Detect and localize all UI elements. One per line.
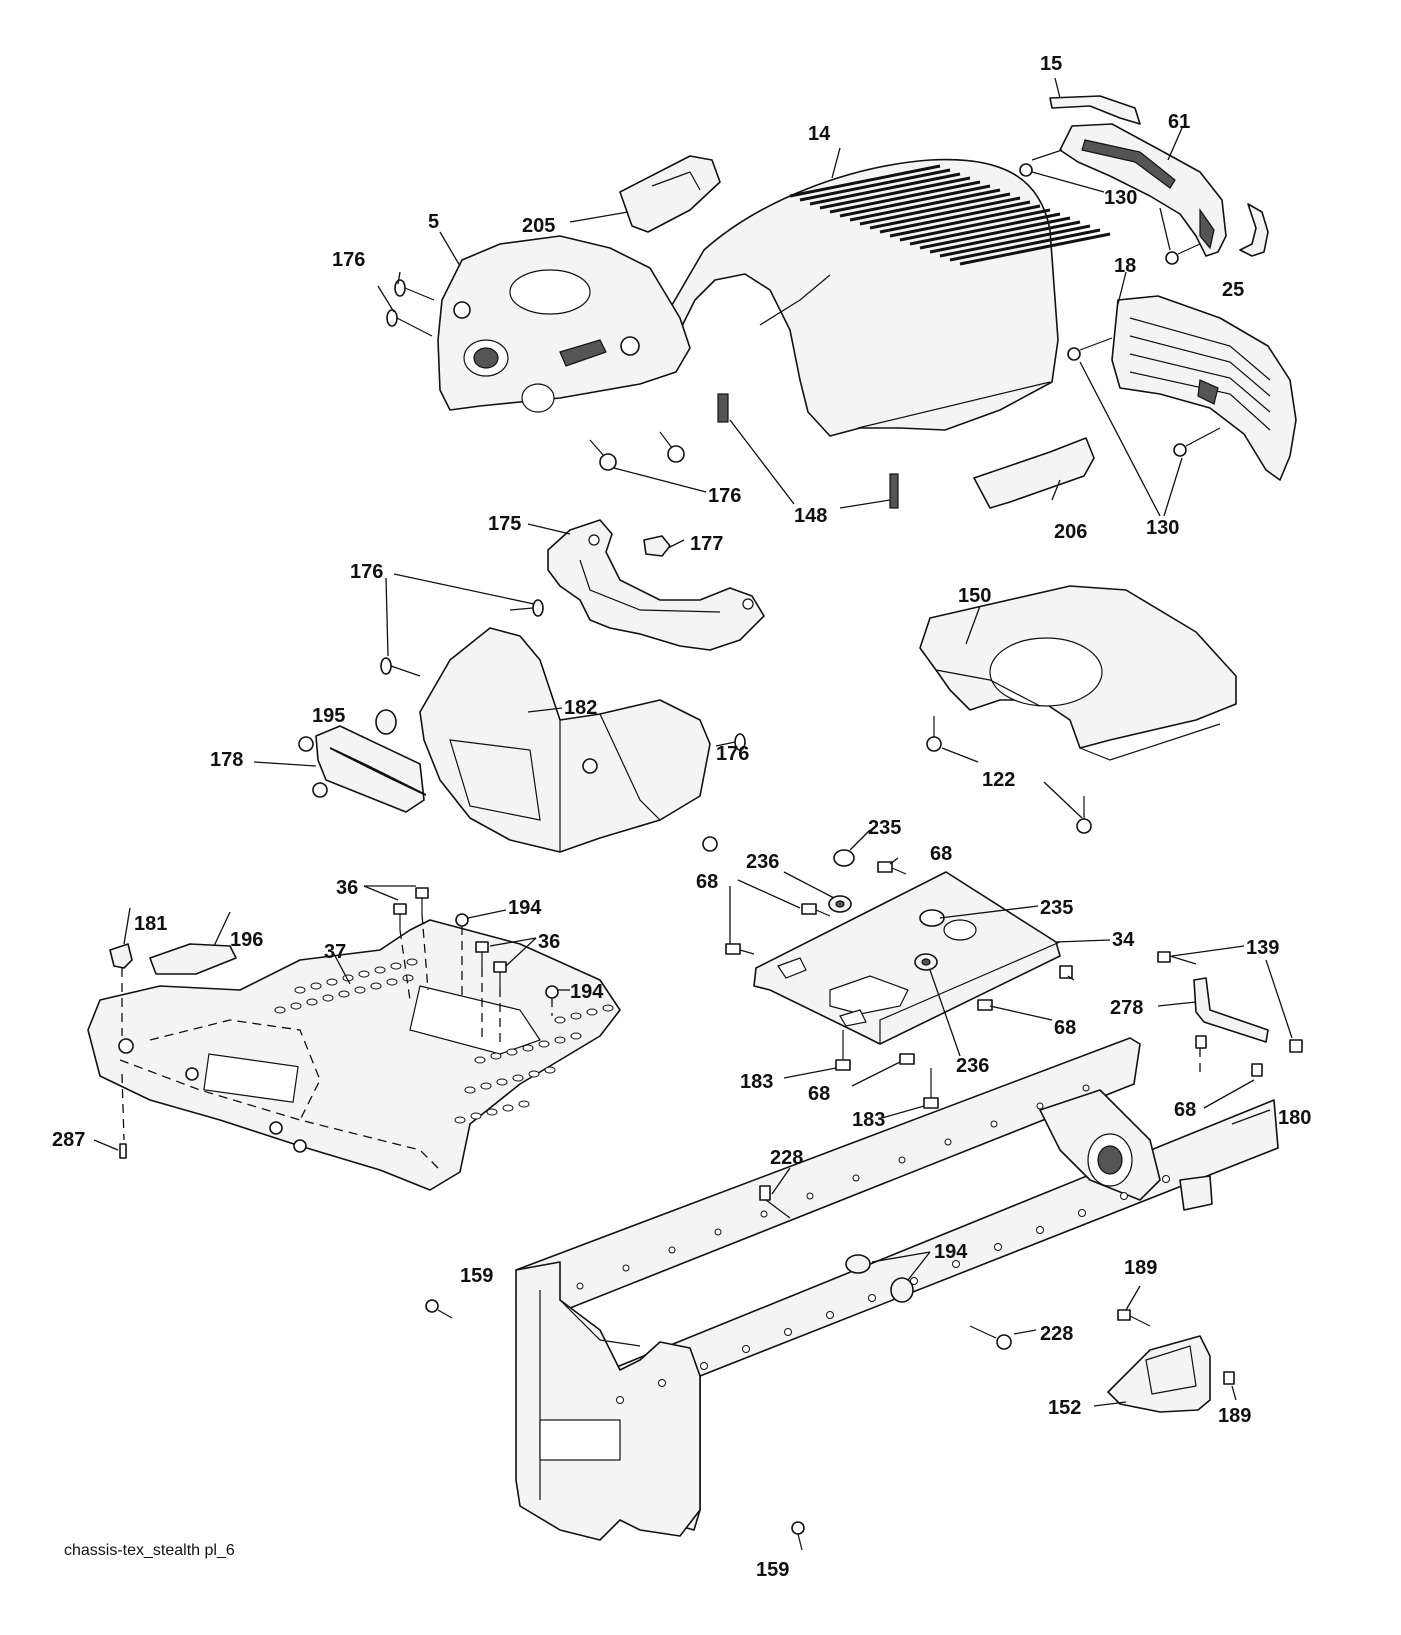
callout-278: 278 (1110, 997, 1143, 1019)
part-14-hood (671, 147, 1111, 437)
screw-122 (926, 716, 1092, 834)
callout-177: 177 (690, 533, 723, 555)
callout-152: 152 (1048, 1397, 1081, 1419)
screw-130-grille (1067, 337, 1221, 517)
callout-36: 36 (538, 931, 560, 953)
callout-68: 68 (1174, 1099, 1196, 1121)
callout-287: 287 (52, 1129, 85, 1151)
callout-189: 189 (1124, 1257, 1157, 1279)
callout-18: 18 (1114, 255, 1136, 277)
callout-36: 36 (336, 877, 358, 899)
callout-176: 176 (350, 561, 383, 583)
nut-194-frame (845, 1251, 931, 1303)
part-150-panel (919, 585, 1237, 761)
callout-206: 206 (1054, 521, 1087, 543)
callout-181: 181 (134, 913, 167, 935)
callout-194: 194 (934, 1241, 968, 1263)
part-152-shield (1093, 1335, 1211, 1413)
callout-228: 228 (1040, 1323, 1073, 1345)
part-278-bracket (1157, 977, 1269, 1043)
callout-194: 194 (570, 981, 604, 1003)
callout-130: 130 (1146, 517, 1179, 539)
callout-178: 178 (210, 749, 243, 771)
callout-189: 189 (1218, 1405, 1251, 1427)
bolt-68-plate (725, 857, 1075, 1087)
hood-vents (789, 164, 1111, 266)
bolt-176-under-dash (589, 431, 707, 493)
part-177-clip (643, 535, 685, 557)
bolt-176-top-left (377, 271, 435, 337)
callout-37: 37 (324, 941, 346, 963)
callout-15: 15 (1040, 53, 1062, 75)
screw-130-top-left (1019, 149, 1105, 193)
part-206-cover (973, 437, 1095, 509)
callout-25: 25 (1222, 279, 1244, 301)
callout-68: 68 (1054, 1017, 1076, 1039)
callout-180: 180 (1278, 1107, 1311, 1129)
part-178-grille-plate (253, 725, 427, 813)
callout-194: 194 (508, 897, 542, 919)
callout-176: 176 (332, 249, 365, 271)
part-181-clip (109, 907, 133, 1036)
callout-183: 183 (740, 1071, 773, 1093)
nut-194-floor (455, 909, 570, 1016)
callout-228: 228 (770, 1147, 803, 1169)
callout-68: 68 (930, 843, 952, 865)
part-34-mount-plate (753, 871, 1111, 1045)
callout-68: 68 (696, 871, 718, 893)
spacer-235-236 (783, 829, 1039, 1057)
part-18-grille-frame (1111, 271, 1297, 481)
bolt-176-cowl (380, 573, 746, 852)
callout-183: 183 (852, 1109, 885, 1131)
part-37-floor-pan (87, 919, 621, 1191)
part-15-trim (1049, 77, 1141, 125)
callout-196: 196 (230, 929, 263, 951)
callout-236: 236 (956, 1055, 989, 1077)
diagram-caption: chassis-tex_stealth pl_6 (64, 1542, 235, 1559)
callout-61: 61 (1168, 111, 1190, 133)
part-195-plug (375, 709, 397, 735)
part-205-panel (569, 155, 721, 233)
callout-176: 176 (708, 485, 741, 507)
callout-159: 159 (460, 1265, 493, 1287)
callout-175: 175 (488, 513, 521, 535)
callout-205: 205 (522, 215, 555, 237)
part-182-front-cowl (419, 627, 711, 853)
bolt-36-floor (363, 885, 537, 1044)
callout-148: 148 (794, 505, 827, 527)
part-148-seal (717, 393, 899, 509)
bolt-183 (783, 1030, 939, 1119)
callout-176: 176 (716, 743, 749, 765)
callout-236: 236 (746, 851, 779, 873)
screw-287 (93, 1073, 127, 1159)
bolt-139 (1157, 945, 1303, 1053)
callout-34: 34 (1112, 929, 1135, 951)
callout-150: 150 (958, 585, 991, 607)
callout-139: 139 (1246, 937, 1279, 959)
callout-68: 68 (808, 1083, 830, 1105)
part-5-dash-console (437, 231, 691, 413)
callout-130: 130 (1104, 187, 1137, 209)
bolt-189 (1117, 1285, 1237, 1401)
screw-159 (425, 1299, 805, 1551)
part-61-front-grille (1059, 123, 1227, 257)
part-180-main-frame (515, 1037, 1279, 1541)
callout-14: 14 (808, 123, 831, 145)
callout-235: 235 (1040, 897, 1073, 919)
part-25-bracket (1239, 203, 1269, 257)
bolt-68-278 (1195, 1035, 1263, 1109)
part-175-bracket (527, 519, 765, 651)
callout-5: 5 (428, 211, 439, 233)
part-196-pad (149, 911, 237, 975)
callout-159: 159 (756, 1559, 789, 1581)
callout-235: 235 (868, 817, 901, 839)
callout-122: 122 (982, 769, 1015, 791)
callout-195: 195 (312, 705, 345, 727)
callout-182: 182 (564, 697, 597, 719)
pin-228 (759, 1167, 1037, 1350)
screw-130-top-mid (1159, 207, 1201, 265)
callout-labels: 15 61 14 130 130 25 5 205 176 18 176 148… (52, 53, 1311, 1581)
